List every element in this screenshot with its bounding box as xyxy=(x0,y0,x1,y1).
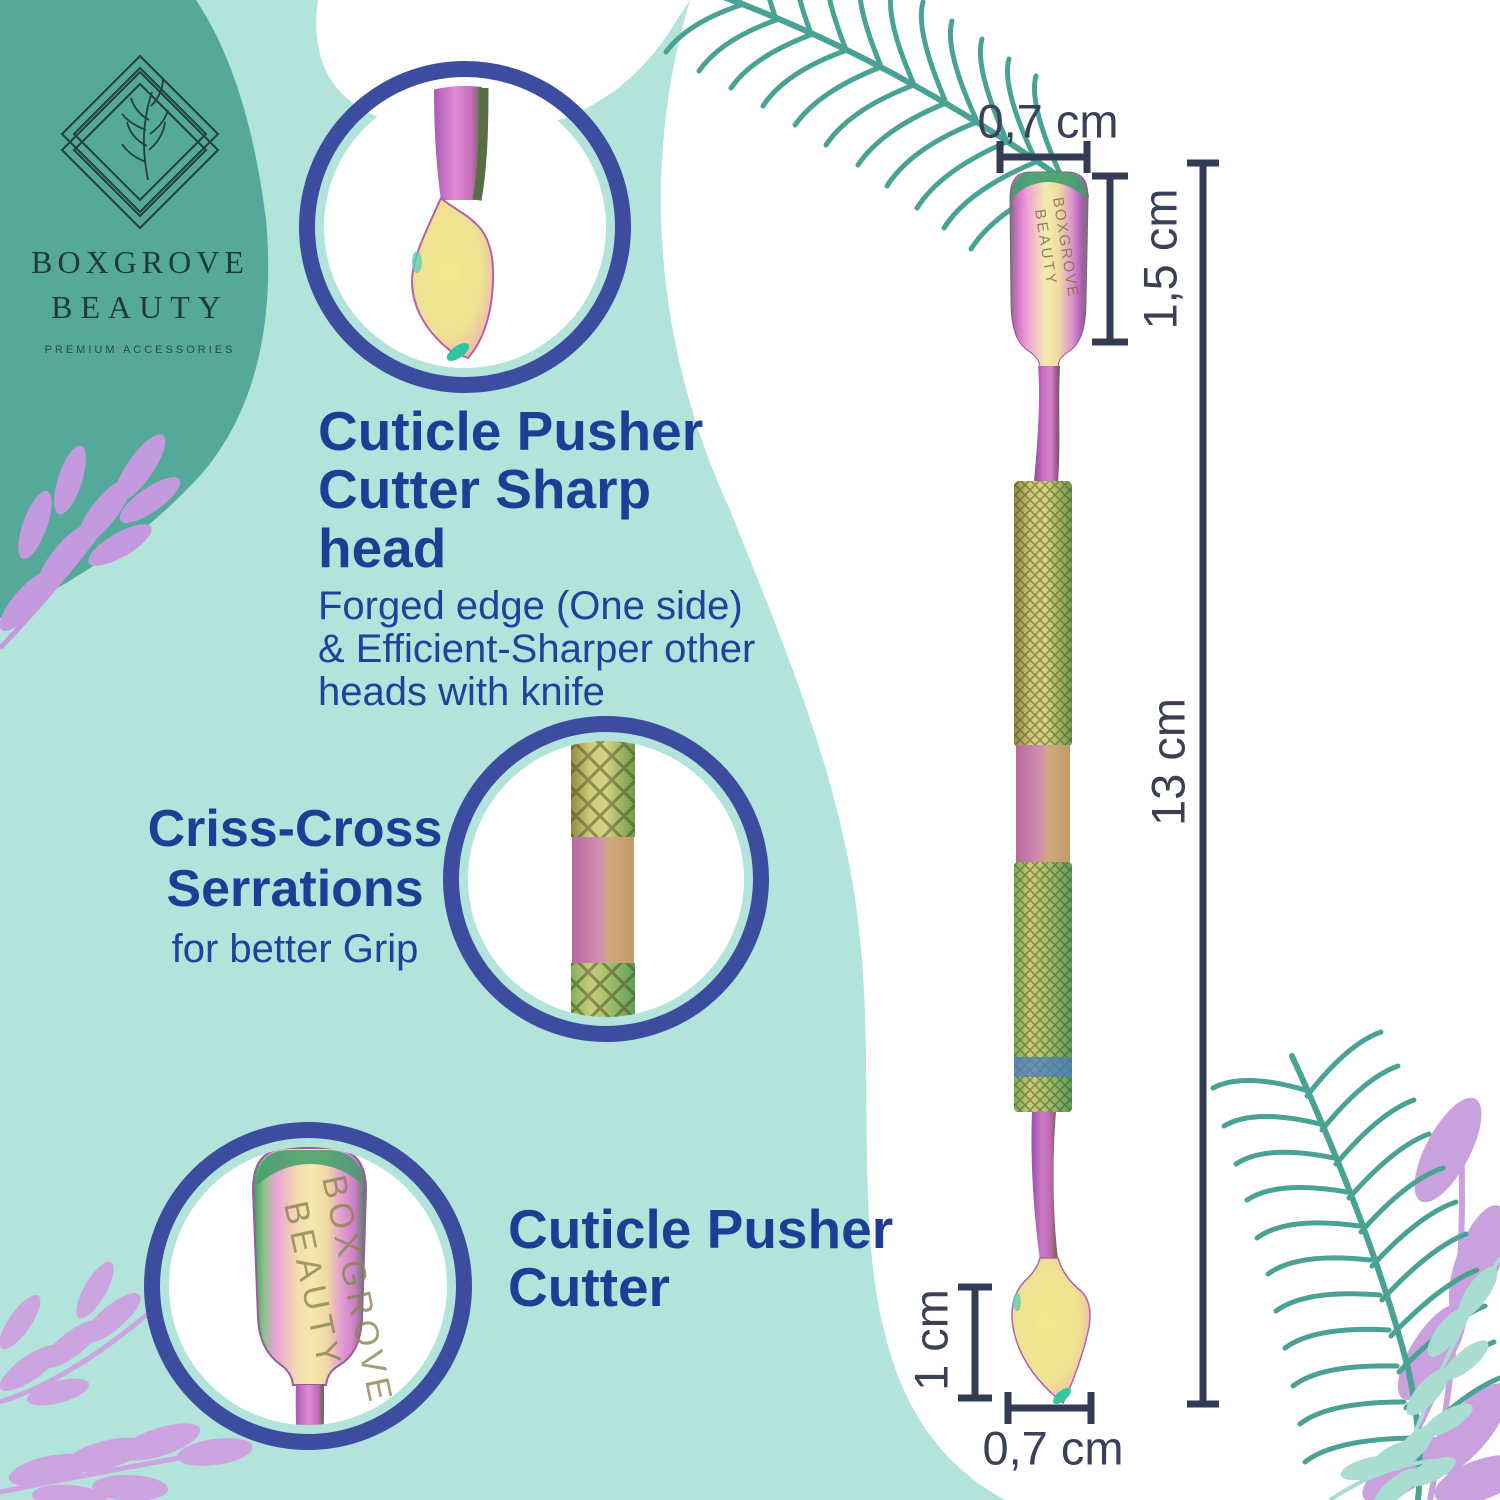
cuticle-pusher-tool: BOXGROVE BEAUTY xyxy=(1009,171,1091,1405)
tool-top-head-cap xyxy=(1012,172,1086,198)
tool-grip-band xyxy=(1016,745,1070,862)
callout1-desc-line3: heads with knife xyxy=(318,670,605,715)
closeup-sharp-head xyxy=(411,86,495,361)
callout2-title-line2: Serrations xyxy=(166,859,424,918)
dimension-label-top-width: 0,7 cm xyxy=(977,94,1119,148)
callout2-title-line1: Criss-Cross xyxy=(147,800,443,858)
callout-ring-1 xyxy=(299,61,631,393)
logo-sprig xyxy=(121,77,169,181)
callout3-title-line2: Cutter xyxy=(508,1256,670,1319)
callout1-title-line2: Cutter Sharp head xyxy=(318,458,652,579)
brand-tagline: PREMIUM ACCESSORIES xyxy=(44,344,236,356)
bottom-left-purple-sprigs xyxy=(0,1261,253,1500)
callout-ring-3 xyxy=(144,1122,472,1450)
tool-knurl-lower-texture xyxy=(1014,862,1072,1112)
tool-top-neck xyxy=(1034,366,1060,483)
dimension-lines xyxy=(958,141,1219,1424)
dimension-label-bottom-head-length: 1 cm xyxy=(904,1289,958,1391)
callout1-desc-line2: & Efficient-Sharper other xyxy=(318,627,756,672)
brand-name-top: BOXGROVE xyxy=(31,244,249,280)
tool-blade-tip-accent xyxy=(1052,1387,1072,1405)
closeup-serrations xyxy=(571,741,635,1017)
bottom-right-mint-sprigs xyxy=(1328,1256,1500,1500)
callout-ring-2 xyxy=(443,716,769,1042)
logo-mark xyxy=(60,54,220,230)
callout-sharp-head-text: Cuticle Pusher Cutter Sharp head Forged … xyxy=(318,402,788,714)
logo-text-block: BOXGROVE BEAUTY PREMIUM ACCESSORIES xyxy=(30,244,250,356)
callout1-title-line1: Cuticle Pusher xyxy=(318,400,704,462)
tool-bottom-neck xyxy=(1031,1112,1058,1260)
callout-pusher-text: Cuticle Pusher Cutter xyxy=(508,1200,938,1317)
callout2-desc-line1: for better Grip xyxy=(171,926,419,971)
tool-bottom-blade xyxy=(1011,1257,1091,1405)
tool-blade-edge-accent xyxy=(1013,1293,1021,1311)
callout3-title-line1: Cuticle Pusher xyxy=(508,1198,894,1260)
tool-blue-band xyxy=(1014,1057,1072,1077)
callout-serrations-text: Criss-Cross Serrations for better Grip xyxy=(130,800,460,971)
left-purple-sprig xyxy=(0,434,181,650)
dimension-label-total-length: 13 cm xyxy=(1141,698,1195,826)
brand-name-bottom: BEAUTY xyxy=(51,289,229,325)
callout1-desc-line1: Forged edge (One side) xyxy=(318,583,743,628)
closeup-pusher-head: BOXGROVE BEAUTY xyxy=(251,1147,400,1425)
dimension-label-head-length: 1,5 cm xyxy=(1133,188,1187,330)
tool-knurl-upper-texture xyxy=(1014,481,1072,747)
dimension-label-bottom-width: 0,7 cm xyxy=(982,1421,1124,1475)
